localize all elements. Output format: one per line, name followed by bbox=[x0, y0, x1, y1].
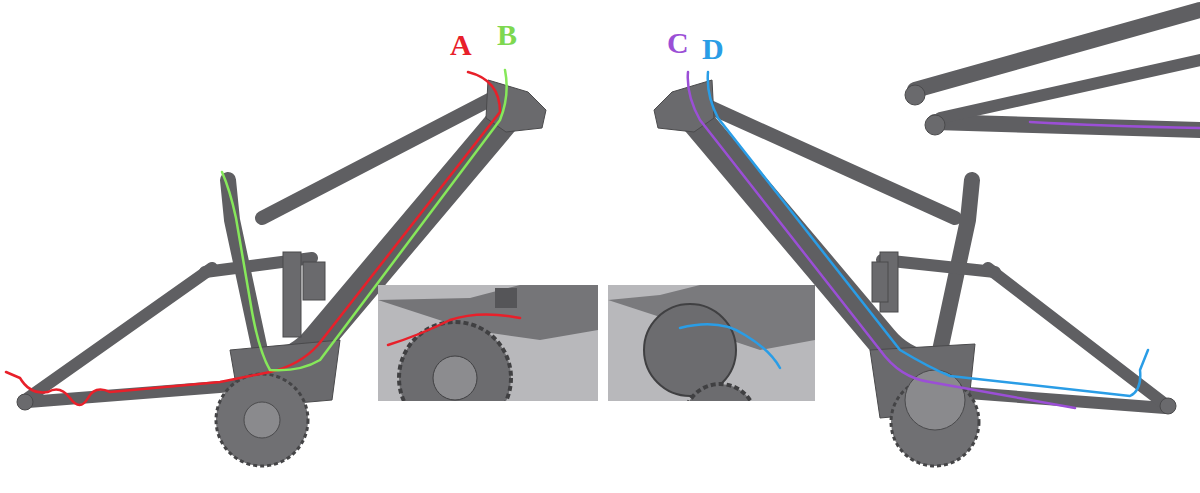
route-letter: C bbox=[667, 28, 689, 58]
route-letter: B bbox=[497, 20, 517, 50]
route-letter: A bbox=[450, 30, 472, 60]
route-letter: D bbox=[702, 34, 724, 64]
